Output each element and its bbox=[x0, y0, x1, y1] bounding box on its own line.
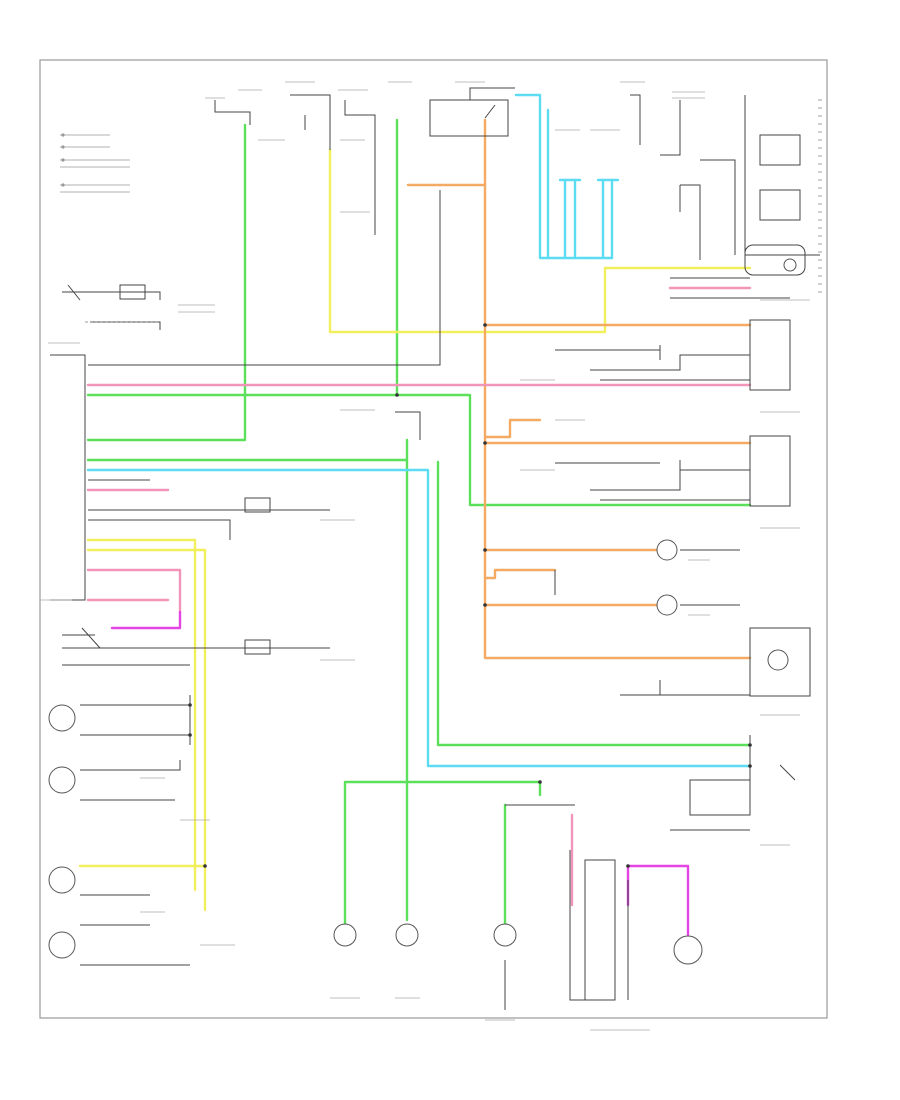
lamps bbox=[48, 258, 797, 965]
wire-green bbox=[436, 460, 752, 747]
right-side-bulb bbox=[48, 931, 76, 959]
side-marker-right bbox=[656, 594, 678, 616]
wire-yellow bbox=[328, 148, 752, 334]
wire-light-blue bbox=[514, 93, 587, 260]
stop-lamp bbox=[493, 923, 517, 947]
wire-green bbox=[395, 393, 752, 507]
wire-orange bbox=[483, 418, 542, 439]
fog-lamp-right bbox=[395, 923, 419, 947]
wire-orange bbox=[483, 568, 557, 580]
wire-orange bbox=[483, 118, 752, 660]
diagram-frame bbox=[39, 59, 828, 1019]
wire-green bbox=[86, 118, 399, 397]
wire-pink bbox=[86, 568, 182, 614]
indicator-bulb bbox=[783, 258, 797, 272]
wire-light-blue bbox=[86, 468, 752, 768]
tiny-labels bbox=[40, 81, 810, 1031]
left-front-bulb bbox=[48, 704, 76, 732]
wire-yellow bbox=[86, 548, 207, 912]
wire-green bbox=[86, 123, 247, 442]
wire-magenta bbox=[626, 864, 690, 937]
wire-magenta bbox=[110, 610, 182, 630]
right-edge-connector bbox=[818, 99, 822, 293]
splice-points bbox=[188, 323, 752, 868]
wire-yellow bbox=[86, 538, 197, 892]
left-rear-bulb bbox=[48, 766, 76, 794]
wire-green bbox=[343, 780, 542, 927]
fog-lamp-left bbox=[333, 923, 357, 947]
colored-wires bbox=[78, 93, 752, 937]
license-bulb bbox=[767, 649, 789, 671]
side-marker-left bbox=[656, 539, 678, 561]
wire-green bbox=[86, 438, 409, 462]
high-stop-lamp bbox=[673, 935, 703, 965]
legend bbox=[60, 133, 130, 193]
left-side-bulb bbox=[48, 866, 76, 894]
